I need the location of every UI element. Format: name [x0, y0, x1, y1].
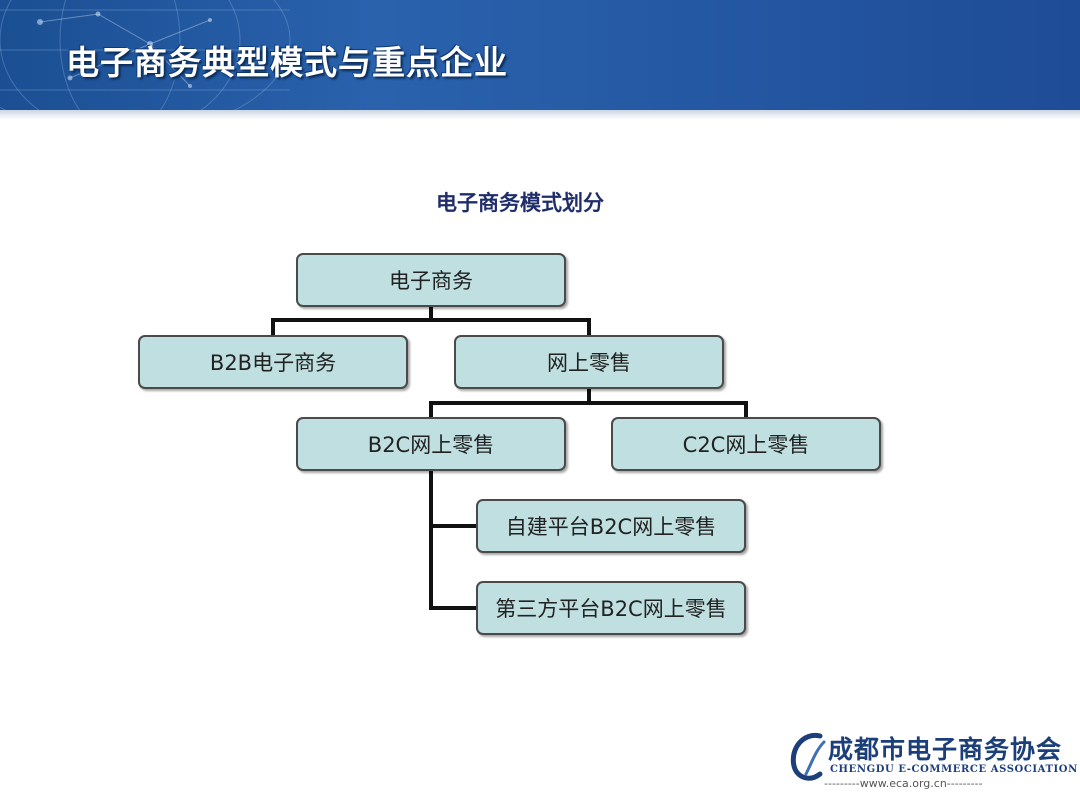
header-banner: 电子商务典型模式与重点企业 — [0, 0, 1080, 110]
node-c2c-retail: C2C网上零售 — [611, 417, 881, 471]
globe-network-icon — [0, 0, 291, 110]
node-b2c-retail: B2C网上零售 — [296, 417, 566, 471]
node-b2b-ecommerce: B2B电子商务 — [138, 335, 408, 389]
node-ecommerce: 电子商务 — [296, 253, 566, 307]
slide-title: 电子商务典型模式与重点企业 — [66, 43, 508, 82]
association-name-cn: 成都市电子商务协会 — [828, 735, 1063, 764]
node-third-party-b2c: 第三方平台B2C网上零售 — [476, 581, 746, 635]
association-logo: 成都市电子商务协会 CHENGDU E-COMMERCE ASSOCIATION… — [786, 728, 1077, 794]
diagram-title: 电子商务模式划分 — [436, 191, 604, 215]
node-online-retail: 网上零售 — [454, 335, 724, 389]
node-self-built-b2c: 自建平台B2C网上零售 — [476, 499, 746, 553]
association-logo-icon — [790, 732, 826, 781]
association-url: ---------www.eca.org.cn--------- — [824, 777, 983, 790]
association-name-en: CHENGDU E-COMMERCE ASSOCIATION — [830, 764, 1078, 775]
header-divider — [0, 110, 1080, 120]
